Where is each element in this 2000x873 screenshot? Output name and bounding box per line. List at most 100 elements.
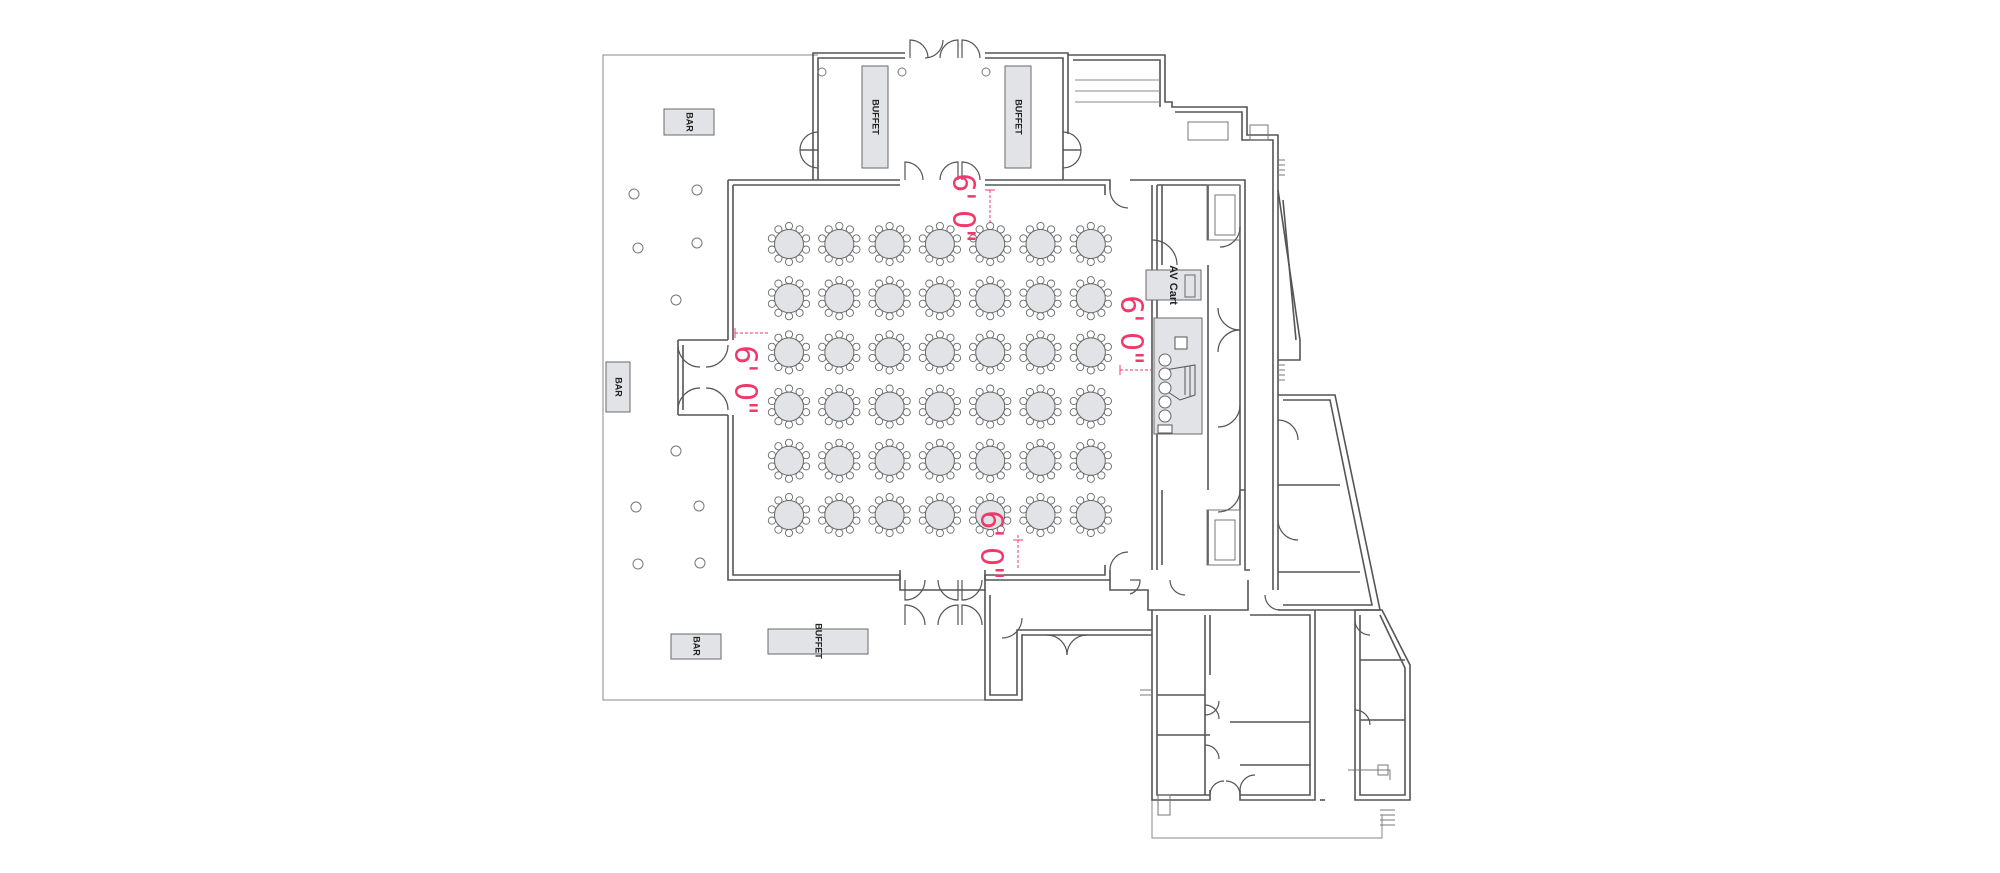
chair bbox=[1086, 366, 1095, 375]
round-table bbox=[918, 384, 962, 429]
chair bbox=[1076, 362, 1085, 372]
table-top bbox=[1025, 229, 1056, 259]
chair bbox=[925, 496, 934, 505]
chair bbox=[1025, 525, 1034, 534]
chair bbox=[935, 257, 944, 267]
chair bbox=[946, 496, 955, 505]
chair bbox=[795, 333, 804, 342]
chair bbox=[996, 496, 1005, 505]
round-table bbox=[1019, 276, 1062, 321]
bar-table: BAR bbox=[663, 108, 715, 136]
chair bbox=[896, 254, 905, 263]
chair bbox=[1025, 308, 1034, 317]
chair bbox=[975, 362, 984, 372]
chair bbox=[1047, 471, 1056, 480]
table-top bbox=[824, 391, 855, 422]
chair bbox=[986, 420, 995, 429]
chair bbox=[1097, 496, 1106, 505]
buffet-table: BUFFET bbox=[1004, 65, 1032, 169]
chair bbox=[784, 492, 794, 502]
chair bbox=[1036, 366, 1045, 375]
chair bbox=[1076, 254, 1085, 263]
chair bbox=[835, 221, 844, 231]
stage bbox=[1153, 317, 1203, 435]
chair bbox=[874, 387, 884, 397]
chair bbox=[996, 308, 1005, 317]
chair bbox=[975, 417, 984, 426]
chair bbox=[986, 257, 995, 267]
chair bbox=[925, 387, 934, 397]
chair bbox=[996, 279, 1005, 288]
table-top bbox=[874, 391, 905, 422]
chair bbox=[824, 496, 833, 505]
chair bbox=[1086, 330, 1095, 339]
table-top bbox=[824, 445, 855, 476]
chair bbox=[784, 438, 794, 447]
chair bbox=[1097, 417, 1106, 426]
chair bbox=[896, 471, 905, 480]
chair bbox=[795, 525, 804, 534]
round-table bbox=[767, 276, 811, 321]
chair bbox=[946, 525, 955, 534]
chair bbox=[824, 525, 833, 534]
buffet-label: BUFFET bbox=[1014, 99, 1024, 135]
table-top bbox=[1075, 337, 1106, 368]
chair bbox=[925, 308, 934, 317]
round-table bbox=[918, 492, 962, 538]
round-table bbox=[918, 438, 962, 483]
chair bbox=[795, 254, 804, 263]
chair bbox=[874, 362, 884, 372]
chair bbox=[935, 276, 944, 285]
chair bbox=[1025, 387, 1034, 397]
chair bbox=[946, 471, 955, 480]
chair bbox=[975, 254, 984, 263]
av-cart-label: AV Cart bbox=[1167, 265, 1179, 305]
chair bbox=[975, 471, 984, 480]
chair bbox=[1047, 308, 1056, 317]
table-top bbox=[874, 337, 905, 368]
chair bbox=[1025, 417, 1034, 426]
round-table bbox=[969, 384, 1012, 429]
round-table bbox=[818, 438, 861, 483]
chair bbox=[1025, 254, 1034, 263]
table-top bbox=[874, 445, 905, 476]
chair bbox=[1047, 254, 1056, 263]
round-table bbox=[767, 438, 811, 483]
table-top bbox=[924, 283, 955, 314]
round-table bbox=[918, 330, 962, 375]
round-table bbox=[969, 438, 1012, 483]
bar-table: BAR bbox=[605, 361, 631, 413]
table-top bbox=[774, 391, 804, 422]
chair bbox=[896, 279, 905, 288]
table-top bbox=[1075, 445, 1106, 476]
table-top bbox=[924, 445, 955, 476]
round-tables bbox=[767, 221, 1112, 538]
chair bbox=[1047, 333, 1056, 342]
table-top bbox=[1025, 391, 1056, 422]
chair bbox=[845, 417, 854, 426]
chair bbox=[1036, 221, 1045, 231]
chair bbox=[1086, 312, 1095, 321]
chair bbox=[874, 333, 884, 342]
chair bbox=[1036, 420, 1045, 429]
table-top bbox=[924, 500, 955, 530]
chair bbox=[1086, 492, 1095, 502]
chair bbox=[946, 225, 955, 234]
chair bbox=[835, 384, 844, 393]
chair bbox=[885, 384, 894, 393]
chair bbox=[885, 257, 894, 267]
chair bbox=[874, 525, 884, 534]
chair bbox=[896, 225, 905, 234]
table-top bbox=[1075, 229, 1106, 259]
round-table bbox=[1019, 330, 1062, 375]
chair bbox=[896, 496, 905, 505]
chair bbox=[1047, 362, 1056, 372]
chair bbox=[1086, 276, 1095, 285]
chair bbox=[885, 276, 894, 285]
chair bbox=[1036, 276, 1045, 285]
chair bbox=[784, 366, 794, 375]
chair bbox=[774, 308, 783, 317]
table-top bbox=[824, 337, 855, 368]
table-top bbox=[1025, 445, 1056, 476]
chair bbox=[845, 471, 854, 480]
